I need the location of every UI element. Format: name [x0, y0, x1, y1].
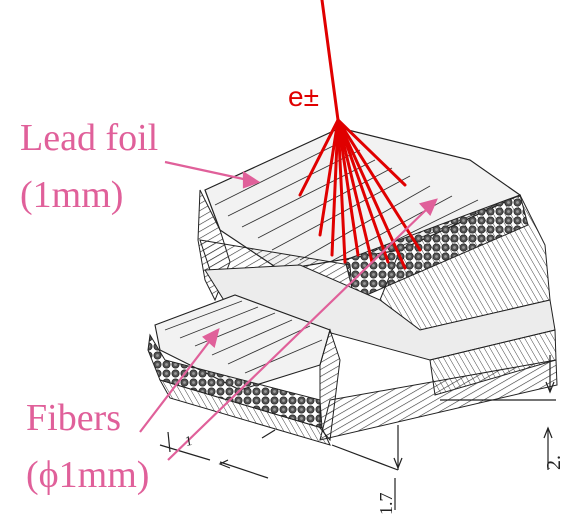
lower-bottom-plate — [158, 379, 331, 446]
lead-foil-arrow-line — [164, 160, 249, 182]
fibers-arrow-line-2 — [167, 207, 429, 461]
fibers-arrowhead-1 — [202, 327, 220, 349]
lower-front-hatch — [319, 328, 341, 442]
particle-shower — [298, 0, 422, 270]
lead-foil-arrowhead — [242, 170, 261, 189]
lead-foil-label: Lead foil — [20, 117, 158, 159]
fibers-arrowhead-2 — [418, 198, 438, 217]
lower-top-ridges — [164, 300, 323, 374]
dimension-marks — [159, 355, 556, 510]
fibers-label: Fibers — [26, 397, 121, 439]
dimension-pitch-label: 1 — [184, 434, 193, 450]
dimension-layer-label: 1.7 — [376, 493, 396, 516]
fibers-diameter-label: (ϕ1mm) — [26, 454, 149, 496]
incoming-particle-track — [320, 0, 340, 122]
callout-arrows — [139, 160, 438, 461]
lead-foil-thickness-label: (1mm) — [20, 174, 123, 216]
fibers-arrow-line-1 — [139, 337, 213, 433]
lower-block — [147, 294, 341, 446]
dimension-gap-label: 2. — [543, 455, 565, 470]
particle-label: e± — [288, 81, 319, 112]
